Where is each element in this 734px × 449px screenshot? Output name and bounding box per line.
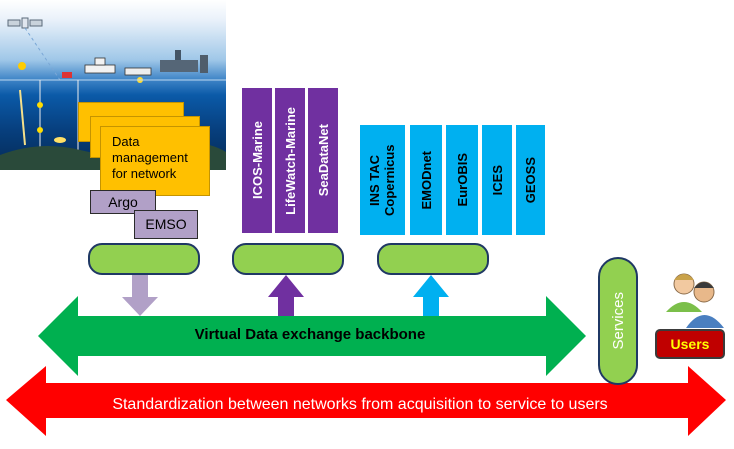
network-box-front: Data management for network [100,126,210,196]
ri-box-lifewatch-marine: LifeWatch-Marine [275,88,305,233]
service-box-ices: ICES [482,125,512,235]
backbone-arrow [38,296,586,376]
up-arrow-services [413,275,449,318]
connector-pill-services [377,243,489,275]
ri-box-icos-marine: ICOS-Marine [242,88,272,233]
service-box-geoss: GEOSS [516,125,545,235]
service-box-ins-tac: INS TAC Copernicus [360,125,405,235]
emso-box: EMSO [134,210,198,239]
service-box-emodnet: EMODnet [410,125,442,235]
connector-pill-networks [88,243,200,275]
standardization-text: Standardization between networks from ac… [112,396,608,413]
emso-label: EMSO [145,216,187,232]
backbone-label: Virtual Data exchange backbone [194,326,426,343]
standardization-label: Standardization between networks from ac… [60,393,660,417]
data-management-label: Data management for network [112,134,188,181]
services-label: Services [609,292,627,350]
ri-box-seadatanet: SeaDataNet [308,88,338,233]
down-arrow-networks [122,275,158,316]
services-pill: Services [598,257,638,385]
standardization-arrow [6,366,726,436]
users-label: Users [670,336,710,352]
users-badge: Users [655,329,725,359]
argo-label: Argo [108,194,138,210]
connector-pill-research-infra [232,243,344,275]
service-box-eurobis: EurOBIS [446,125,478,235]
users-icon [664,268,728,330]
up-arrow-research-infra [268,275,304,318]
